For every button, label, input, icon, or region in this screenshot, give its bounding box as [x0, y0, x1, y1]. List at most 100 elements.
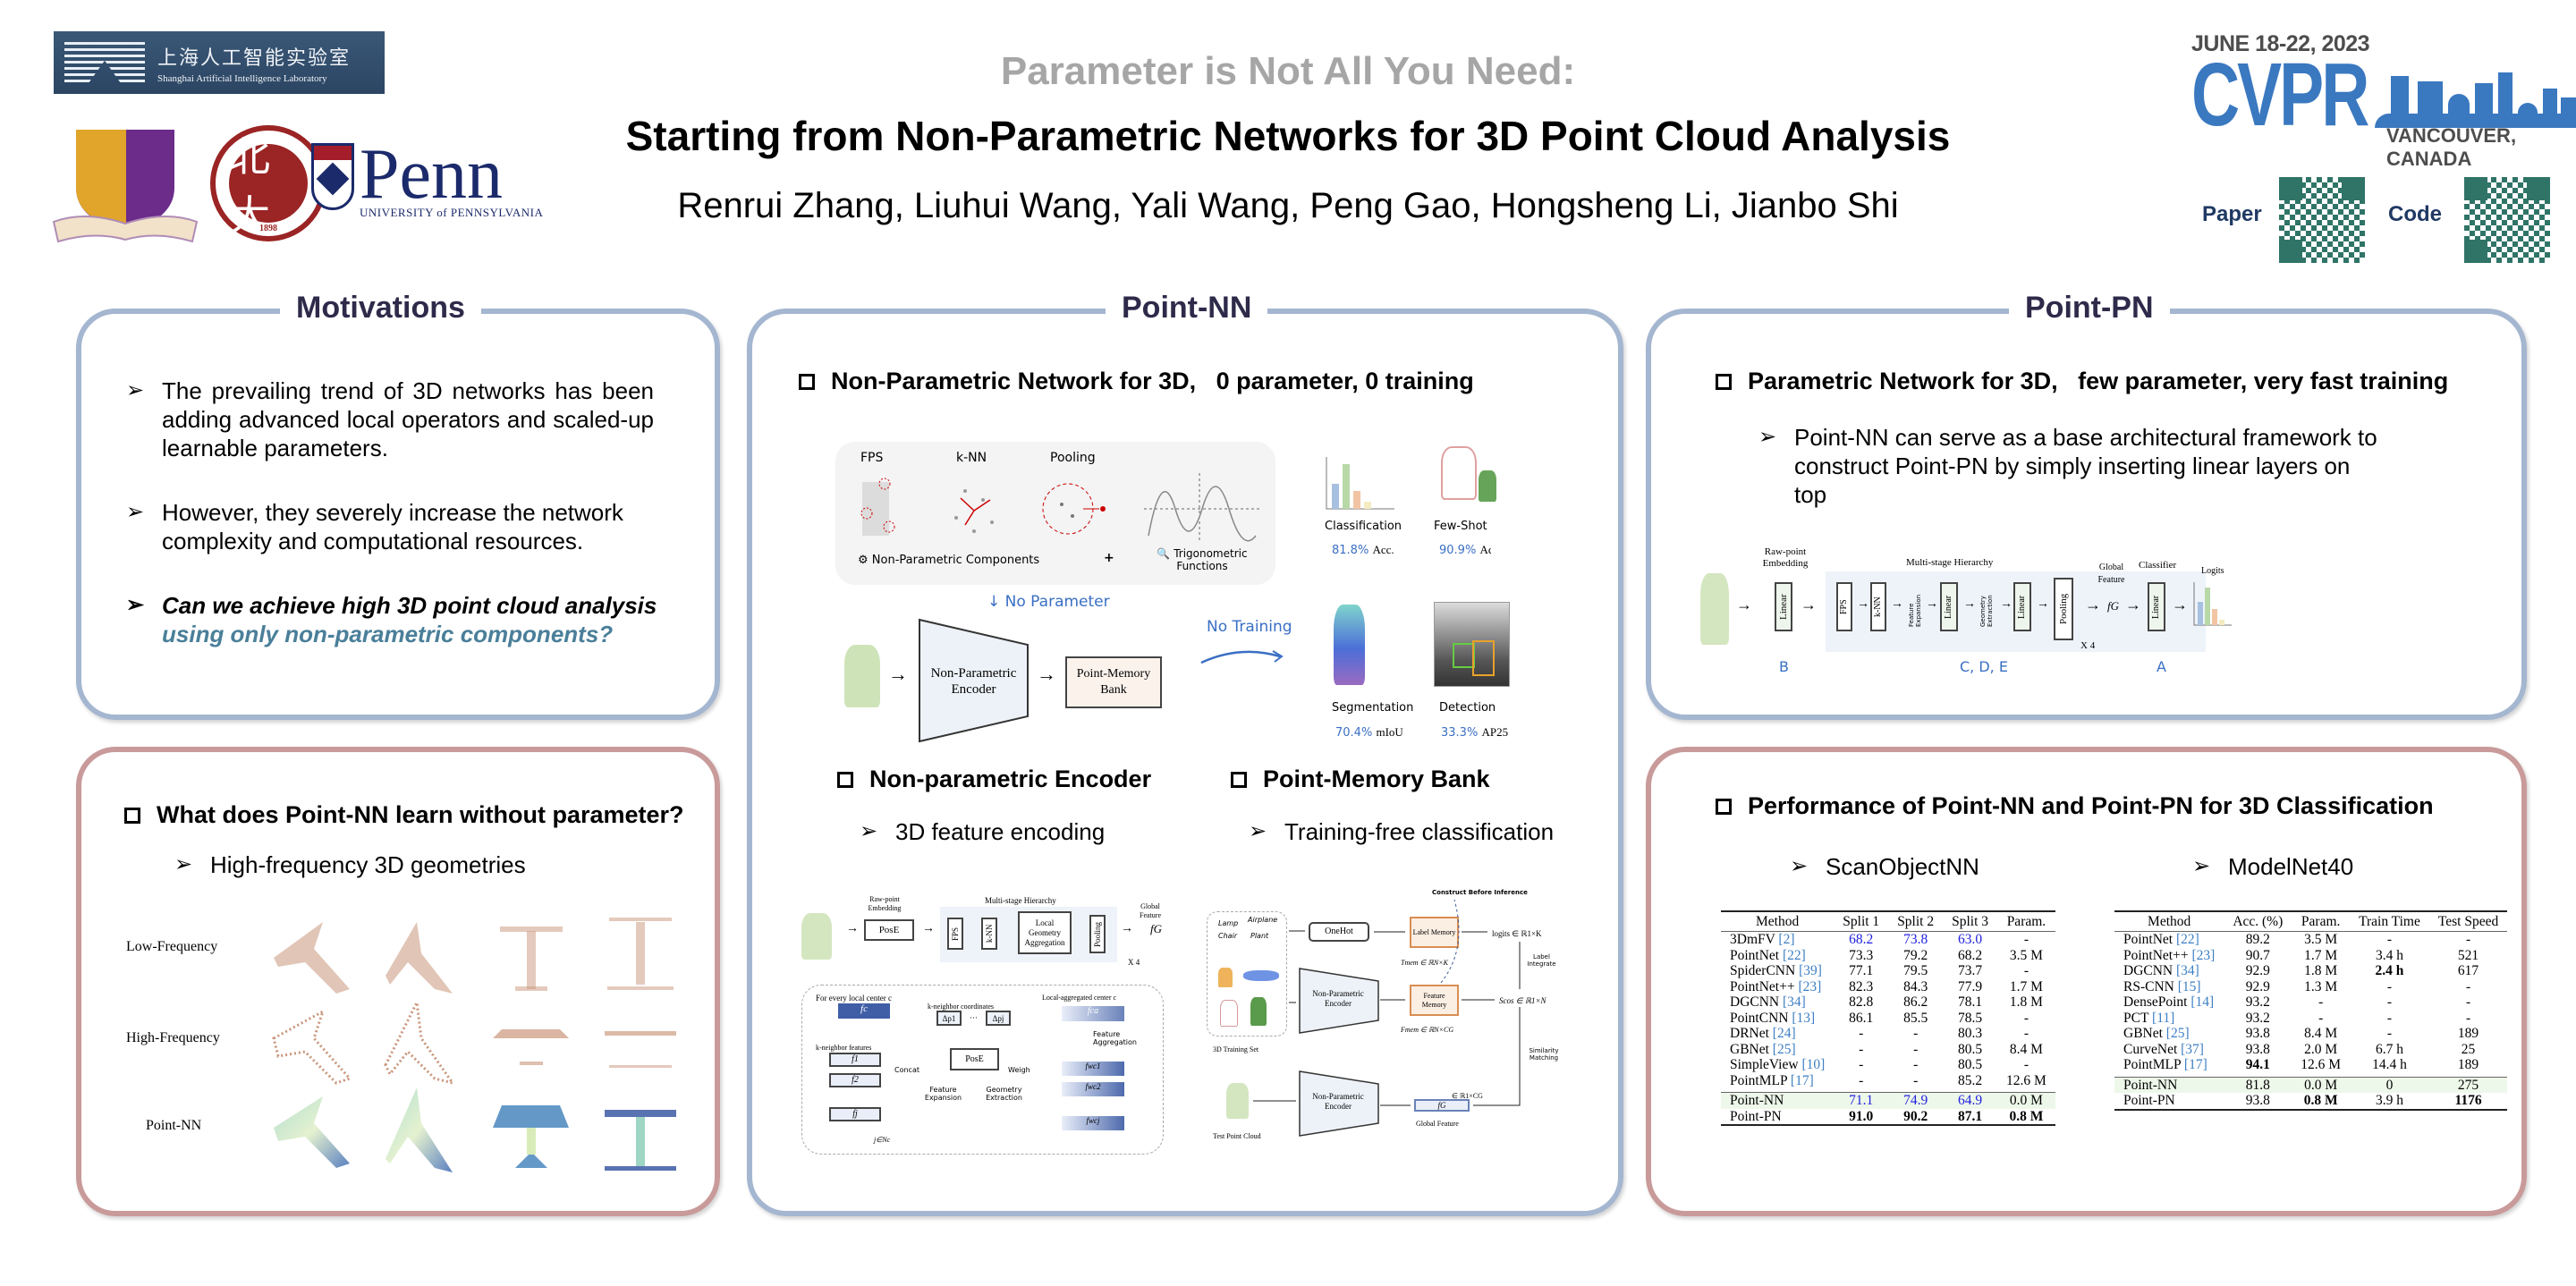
task-score-detection: 33.3% AP25	[1441, 725, 1509, 740]
citation-link[interactable]: [22]	[2176, 932, 2199, 947]
frequency-point-clouds	[272, 918, 676, 1172]
citation-link[interactable]: [17]	[1790, 1072, 1814, 1088]
fps-chair-icon	[860, 478, 895, 536]
raw-embedding-label: Raw-point Embedding	[868, 895, 902, 912]
method-cell: PointNet++ [23]	[2114, 948, 2224, 964]
method-name: Point-NN	[1721, 1092, 1835, 1109]
citation-link[interactable]: [39]	[1799, 963, 1822, 978]
citation-link[interactable]: [34]	[2176, 963, 2199, 978]
cvpr-dates: JUNE 18-22, 2023	[2191, 31, 2370, 56]
citation-link[interactable]: [34]	[1783, 994, 1806, 1010]
no-parameter-label: ↓ No Parameter	[987, 593, 1110, 611]
magnifier-icon: 🔍	[1157, 547, 1174, 560]
fc-box: fc	[838, 1003, 890, 1019]
marker-b: B	[1779, 658, 1789, 675]
citation-link[interactable]: [23]	[2191, 947, 2216, 963]
method-cell: PointNet++ [23]	[1721, 979, 1834, 995]
arrow-icon: →	[1857, 597, 1869, 611]
bullet-arrow-icon: ➢	[174, 852, 193, 876]
value-cell: 71.1	[1834, 1092, 1889, 1109]
paper-qr-code[interactable]	[2279, 177, 2365, 263]
value-cell: 68.2	[1849, 932, 1874, 947]
citation-link[interactable]: [22]	[1783, 947, 1806, 963]
value-cell: 73.3	[1849, 947, 1874, 963]
value-cell: 3.5 M	[2009, 947, 2043, 963]
method-cell: PointCNN [13]	[1721, 1011, 1834, 1027]
value-cell: 25	[2461, 1041, 2476, 1057]
feature-memory-box: Feature Memory	[1410, 985, 1459, 1016]
value-cell: 80.3	[1958, 1026, 1983, 1041]
column-header: Test Speed	[2428, 912, 2508, 932]
arrow-icon: →	[1037, 663, 1056, 685]
arrow-icon: →	[1926, 597, 1938, 611]
citation-link[interactable]: [37]	[2181, 1041, 2204, 1057]
code-qr-code[interactable]	[2464, 177, 2550, 263]
method-name: GBNet	[1730, 1041, 1773, 1057]
value-cell: 92.9	[2245, 978, 2270, 994]
input-chair-point-cloud	[844, 645, 880, 707]
citation-link[interactable]: [17]	[2183, 1057, 2207, 1072]
high-freq-lamp-2	[605, 1031, 676, 1068]
citation-link[interactable]: [13]	[1792, 1010, 1816, 1026]
column-header: Train Time	[2350, 912, 2429, 932]
fps-box: FPS	[947, 918, 963, 950]
method-name: PointMLP	[2123, 1057, 2184, 1072]
value-cell: 77.1	[1849, 963, 1874, 978]
segmentation-chair-icon	[1334, 605, 1365, 685]
citation-link[interactable]: [23]	[1798, 978, 1822, 994]
raw-embed-label: Raw-point Embedding	[1762, 546, 1809, 569]
citation-link[interactable]: [24]	[1772, 1026, 1796, 1041]
cvpr-location: VANCOUVER, CANADA	[2386, 124, 2517, 170]
fg-label: fG	[2107, 599, 2119, 613]
task-score-few-shot: 90.9% Acc.	[1439, 543, 1491, 557]
value-cell: 617	[2457, 963, 2479, 978]
bullet-arrow-icon: ➢	[2192, 854, 2211, 878]
table-row: SimpleView [10]--80.5-	[1721, 1057, 2055, 1073]
task-name-detection: Detection	[1439, 701, 1496, 715]
method-cell: GBNet [25]	[2114, 1026, 2224, 1042]
learn-heading: What does Point-NN learn without paramet…	[124, 801, 684, 829]
method-cell: DensePoint [14]	[2114, 994, 2224, 1011]
value-cell: 80.5	[1958, 1057, 1983, 1072]
citation-link[interactable]: [10]	[1801, 1057, 1826, 1072]
citation-link[interactable]: [14]	[2190, 994, 2215, 1010]
value-cell: 93.8	[2245, 1093, 2270, 1108]
method-name: GBNet	[2123, 1026, 2166, 1041]
value-cell: 68.2	[1958, 947, 1983, 963]
value-cell: -	[2386, 1010, 2393, 1026]
method-name: PointMLP	[1730, 1072, 1791, 1088]
task-name-few-shot: Few-Shot	[1434, 520, 1487, 533]
citation-link[interactable]: [25]	[2165, 1026, 2190, 1041]
train-encoder-label: Non-Parametric Encoder	[1312, 989, 1364, 1008]
value-cell: 92.9	[2245, 963, 2270, 978]
value-cell: 93.2	[2245, 1010, 2270, 1026]
shanghai-ai-lab-name-cn: 上海人工智能实验室	[157, 47, 352, 70]
point-nn-airplane-2	[386, 1087, 453, 1172]
value-cell: -	[1859, 1072, 1864, 1088]
penn-shield-icon	[311, 143, 354, 210]
modelnet40-label: ➢ ModelNet40	[2192, 853, 2354, 880]
citation-link[interactable]: [2]	[1778, 932, 1795, 947]
test-cloud-label: Test Point Cloud	[1213, 1132, 1261, 1140]
motivations-panel: Motivations ➢ The prevailing trend of 3D…	[76, 291, 720, 720]
citation-link[interactable]: [25]	[1772, 1041, 1796, 1057]
method-cell: GBNet [25]	[1721, 1042, 1834, 1058]
penn-logo: Penn UNIVERSITY of PENNSYLVANIA	[311, 139, 543, 220]
column-header: Method	[1721, 912, 1835, 932]
value-cell: 93.8	[2245, 1026, 2270, 1041]
citation-link[interactable]: [15]	[2177, 978, 2201, 994]
lga-detail-box: For every local center c fc k-neighbor c…	[801, 985, 1164, 1155]
column-header: Acc. (%)	[2224, 912, 2292, 932]
square-bullet-icon	[1716, 373, 1732, 390]
value-cell: 521	[2457, 947, 2479, 963]
method-name: PCT	[2123, 1010, 2153, 1026]
detection-scene-icon	[1434, 602, 1510, 687]
method-name: PointNet++	[1730, 978, 1799, 994]
learn-bullet: ➢ High-frequency 3D geometries	[174, 851, 526, 878]
value-cell: 82.8	[1849, 994, 1874, 1010]
label-integrate-label: Label Integrate	[1527, 953, 1556, 968]
citation-link[interactable]: [11]	[2152, 1010, 2175, 1026]
value-cell: 64.9	[1943, 1092, 1998, 1109]
